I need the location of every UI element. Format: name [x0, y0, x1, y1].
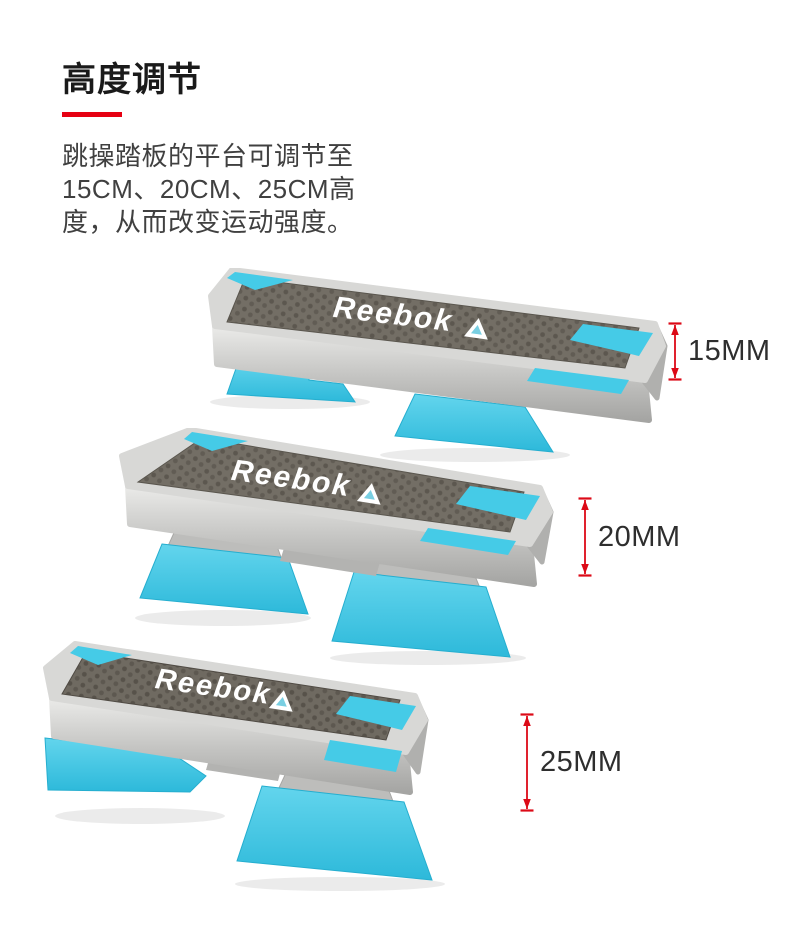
dimension-annotation-15mm: 15MM: [667, 322, 771, 381]
dimension-arrow-icon: [578, 497, 592, 577]
title-underline: [62, 112, 122, 117]
reebok-delta-icon: [268, 690, 293, 712]
description-line: 跳操踏板的平台可调节至: [62, 141, 354, 171]
dimension-label: 15MM: [688, 335, 771, 367]
step-platform-20mm-image: Reebok: [78, 428, 568, 666]
dimension-arrow-icon: [520, 713, 534, 812]
section-description: 跳操踏板的平台可调节至 15CM、20CM、25CM高 度，从而改变运动强度。: [62, 140, 356, 239]
dimension-annotation-20mm: 20MM: [577, 497, 681, 577]
reebok-delta-icon: [356, 483, 381, 505]
dimension-arrow-icon: [668, 322, 682, 381]
step-platform-15mm-image: Reebok: [115, 268, 675, 463]
dimension-label: 20MM: [598, 520, 681, 553]
reebok-delta-icon: [464, 318, 488, 340]
description-line: 度，从而改变运动强度。: [62, 207, 354, 237]
section-title: 高度调节: [62, 61, 202, 99]
step-platform-25mm-image: Reebok: [20, 640, 500, 892]
description-line: 15CM、20CM、25CM高: [62, 174, 356, 204]
dimension-annotation-25mm: 25MM: [519, 713, 623, 812]
dimension-label: 25MM: [540, 746, 623, 778]
